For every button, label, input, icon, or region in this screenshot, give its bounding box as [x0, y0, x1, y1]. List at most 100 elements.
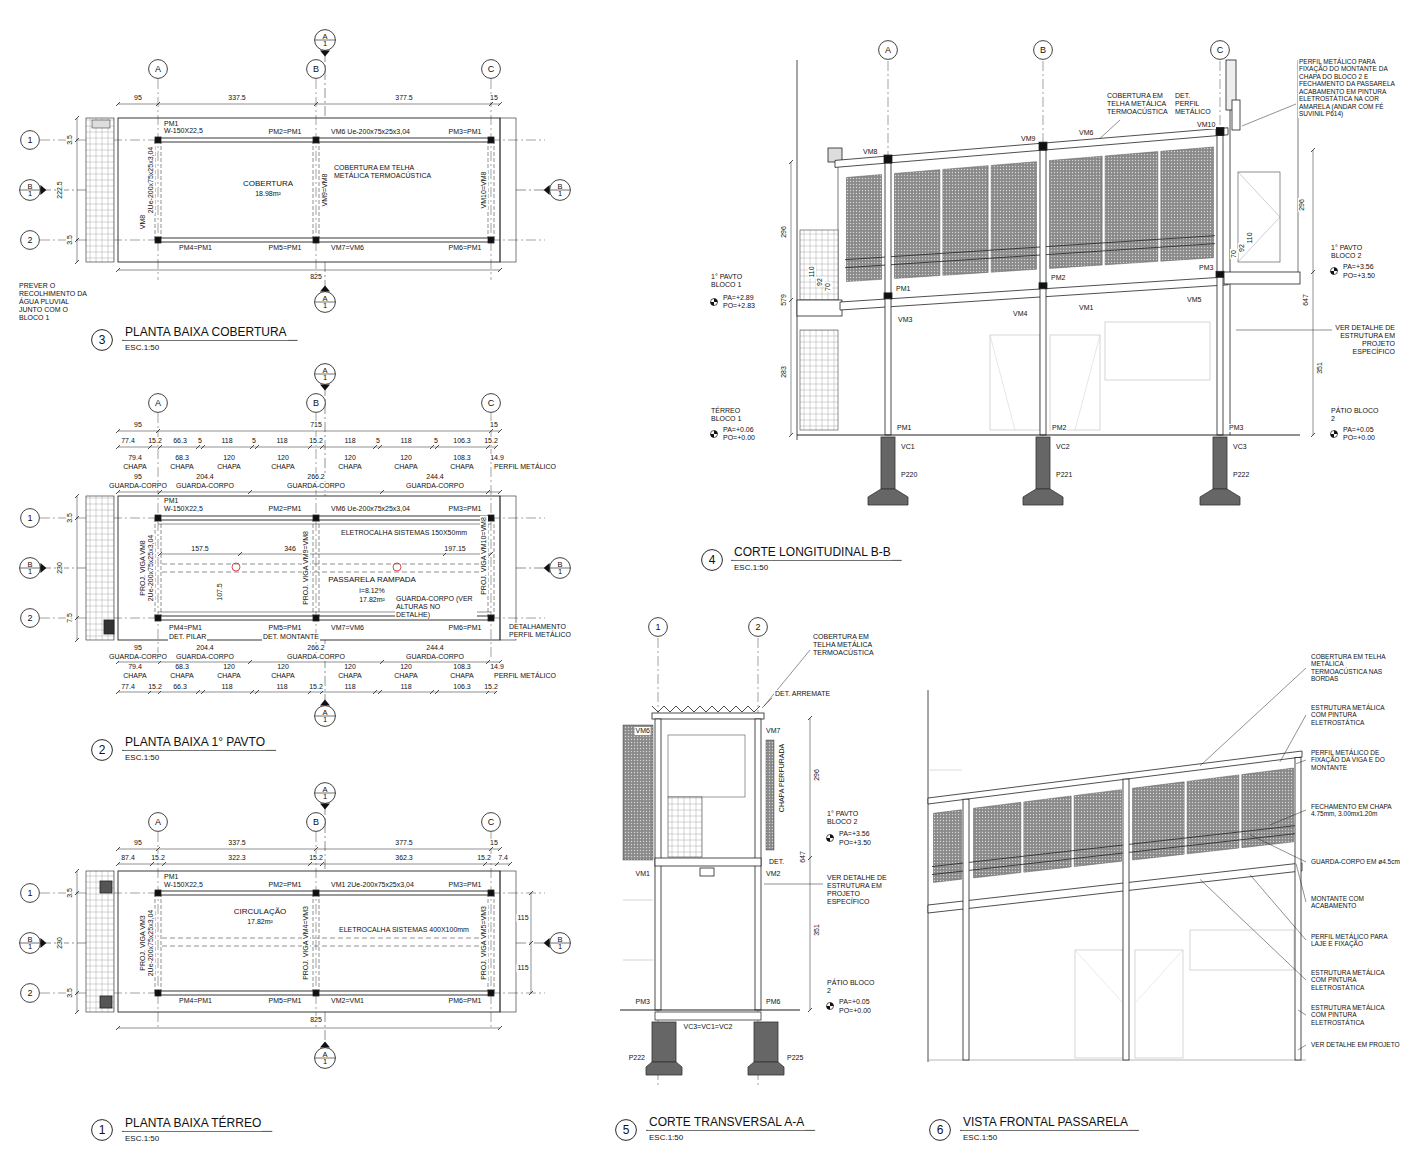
section-label: 1: [323, 302, 327, 310]
annotation-text: ESTRUTURA METÁLICA COM PINTURA ELETROSTÁ…: [1310, 969, 1402, 991]
beam-projection: [161, 140, 162, 240]
annotation-text: 222.5: [56, 180, 64, 200]
ground-line: [620, 1009, 800, 1010]
annotation-text: PM1: [896, 424, 912, 432]
foundation-block: [646, 1062, 682, 1075]
annotation-text: 346: [283, 545, 297, 553]
dimension-tick: [320, 445, 324, 449]
annotation-text: GUARDA-CORPO: [286, 482, 346, 490]
annotation-text: VM8: [139, 214, 147, 230]
level-marker: [827, 835, 834, 842]
cable-tray: [162, 564, 488, 565]
section-label: 1: [558, 943, 562, 951]
annotation-text: VM10=VM8: [480, 171, 488, 210]
dimension-tick: [489, 552, 493, 556]
steel-beam: [158, 891, 491, 895]
dimension-tick: [248, 660, 252, 664]
section-marker: A1: [314, 29, 336, 51]
annotation-text: DET. PILAR: [168, 633, 207, 641]
dimension-tick: [498, 1026, 502, 1030]
annotation-text: CHAPA: [270, 463, 296, 471]
bubble-circle: [482, 60, 501, 79]
annotation-text: 377.5: [394, 94, 414, 102]
section-arrow: [40, 938, 46, 948]
background-door: [1135, 950, 1183, 1003]
bubble-circle: [315, 30, 336, 51]
bubble-circle: [649, 618, 668, 637]
grid-label: A: [155, 65, 161, 74]
annotation-text: 115: [516, 964, 529, 972]
leader-line: [1200, 879, 1306, 980]
annotation-text: ESC.1:50: [733, 563, 769, 572]
steel-column: [155, 990, 161, 996]
annotation-text: PM6=PM1: [448, 244, 483, 252]
annotation-text: VER DETALHE DE ESTRUTURA EM PROJETO ESPE…: [826, 874, 894, 906]
annotation-text: 120: [222, 663, 236, 671]
annotation-text: PROJ. VIGA VM4=VM3: [302, 905, 310, 981]
dimension-tick: [1311, 148, 1315, 152]
bubble-circle: [149, 60, 168, 79]
title-underline: [960, 1130, 1139, 1131]
cable-tray: [162, 572, 488, 573]
bubble-circle: [92, 330, 113, 351]
title-underline: [122, 340, 298, 341]
grid-bubble: 1: [20, 508, 40, 528]
ground-line: [797, 434, 1300, 435]
node-text-holder: B: [306, 393, 326, 413]
annotation-text: COBERTURA EM TELHA METÁLICA TERMOACÚSTIC…: [812, 633, 874, 657]
node-text-holder: 5: [615, 1119, 637, 1141]
bubble-circle: [482, 394, 501, 413]
dimension-tick: [489, 102, 493, 106]
dimension-line: [118, 864, 510, 865]
leader-line: [762, 698, 772, 708]
foundation-block: [868, 489, 908, 505]
annotation-text: CHAPA: [449, 672, 475, 680]
annotation-text: 377.5: [394, 839, 414, 847]
roof-beam: [652, 713, 764, 719]
annotation-text: PÁTIO BLOCO 2: [1330, 407, 1382, 423]
bubble-circle: [749, 618, 768, 637]
column-joint: [884, 155, 892, 163]
annotation-text: 118: [343, 683, 356, 691]
plan-outline: [118, 118, 500, 262]
annotation-text: PO=+0.00: [1342, 434, 1376, 442]
bubble-circle: [21, 131, 40, 150]
section-label: 1: [323, 716, 327, 724]
steel-column: [963, 799, 969, 1060]
section-label: B: [557, 936, 562, 944]
annotation-text: 14.9: [489, 454, 505, 462]
grid-line: [316, 79, 317, 280]
dimension-tick: [250, 690, 254, 694]
annotation-text: 825: [309, 1016, 323, 1024]
background-door: [990, 335, 1015, 430]
steel-column: [488, 615, 494, 621]
annotation-text: 110: [808, 265, 816, 278]
annotation-text: 715: [309, 421, 323, 429]
annotation-text: 15.2: [150, 854, 166, 862]
background-window: [1190, 930, 1294, 970]
grid-label: 6: [937, 1124, 944, 1136]
annotation-text: P220: [900, 471, 918, 479]
annotation-text: 5: [433, 437, 439, 445]
block-wall: [500, 871, 516, 1012]
node-text-holder: 1: [20, 508, 40, 528]
annotation-text: VM9=VM8: [321, 173, 329, 208]
annotation-text: CHAPA: [270, 672, 296, 680]
dimension-tick: [75, 891, 79, 895]
bubble-circle: [315, 292, 336, 313]
annotation-text: DET. MONTANTE: [262, 633, 320, 641]
grid-line: [491, 79, 492, 280]
grid-bubble: 2: [748, 617, 768, 637]
dimension-tick: [196, 445, 200, 449]
section-label: 1: [28, 190, 32, 198]
grid-label: 1: [655, 623, 660, 632]
tile-wall: [800, 330, 838, 430]
annotation-text: PM1: [895, 285, 911, 293]
annotation-text: VM6: [635, 727, 651, 735]
section-label: A: [322, 367, 327, 375]
dimension-tick: [75, 638, 79, 642]
annotation-text: 120: [343, 454, 357, 462]
steel-column: [1040, 150, 1046, 435]
block-wall: [500, 118, 516, 262]
annotation-text: VM4: [1012, 310, 1028, 318]
